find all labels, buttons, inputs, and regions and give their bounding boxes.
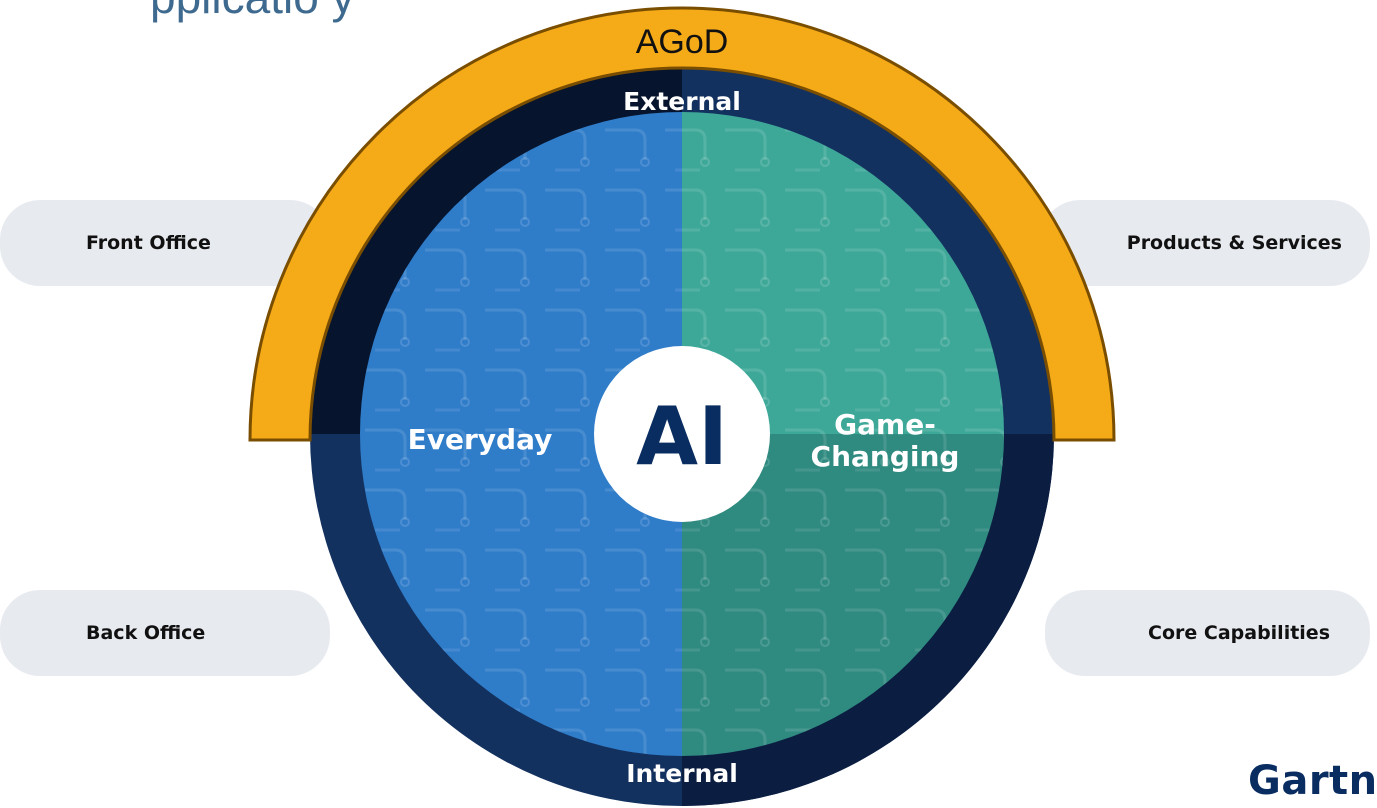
ring-label-internal: Internal bbox=[626, 759, 738, 788]
pill-core-capabilities-label: Core Capabilities bbox=[1148, 622, 1330, 644]
ring-label-external: External bbox=[623, 87, 741, 116]
quadrant-label-changing: Changing bbox=[811, 440, 960, 473]
quadrant-label-game: Game- bbox=[834, 408, 936, 441]
agod-label: AGoD bbox=[636, 23, 729, 61]
pill-back-office: Back Office bbox=[0, 590, 330, 676]
pill-products-services: Products & Services bbox=[1040, 200, 1370, 286]
pill-core-capabilities: Core Capabilities bbox=[1045, 590, 1370, 676]
partial-heading: pplicatio y bbox=[150, 0, 355, 24]
pill-front-office: Front Office bbox=[0, 200, 330, 286]
pill-products-services-label: Products & Services bbox=[1126, 232, 1342, 254]
center-circle bbox=[594, 346, 770, 522]
pill-front-office-label: Front Office bbox=[86, 232, 211, 254]
center-label-ai: AI bbox=[636, 390, 728, 483]
quadrant-label-everyday: Everyday bbox=[408, 423, 553, 456]
pill-back-office-label: Back Office bbox=[86, 622, 206, 644]
gartner-logo: Gartne bbox=[1248, 758, 1377, 804]
agod-arc bbox=[248, 6, 1116, 442]
